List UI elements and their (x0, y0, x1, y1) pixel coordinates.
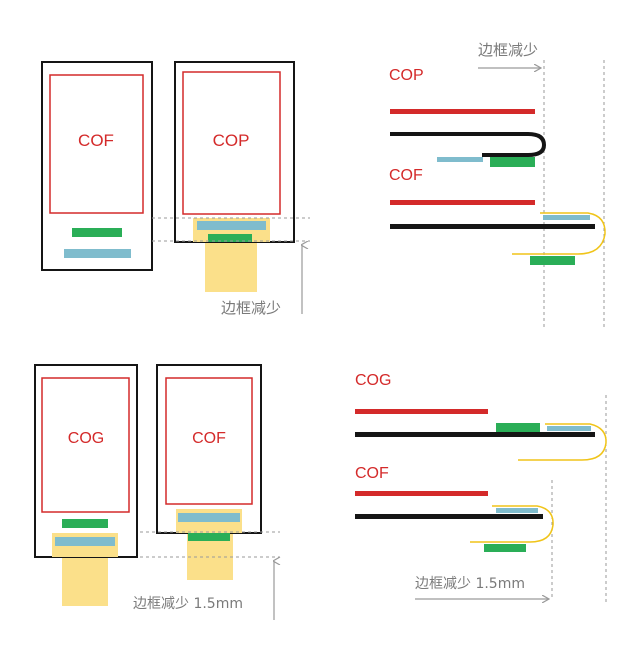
cop-blue-chip (197, 221, 266, 230)
cof-panel-area (49, 74, 144, 214)
reduction-label: 边框减少 1.5mm (133, 596, 243, 612)
cof-black-layer (355, 514, 543, 519)
cog-flex-film (518, 423, 607, 461)
cog-label: COG (355, 372, 391, 389)
cof-label: COF (355, 465, 389, 482)
bottom-left-panel-comparison: COG COF 边框减少 1.5mm (34, 364, 280, 620)
cof-module-frame (156, 364, 262, 534)
cog-green-chip (62, 519, 108, 528)
cop-red-layer (390, 109, 535, 114)
cof-black-layer (390, 224, 595, 229)
cog-panel-label: COG (68, 430, 104, 447)
cop-green-chip (490, 157, 535, 167)
cof-blue-chip (543, 215, 590, 220)
reduction-label: 边框减少 (478, 41, 538, 59)
cof-red-layer (355, 491, 488, 496)
cof-blue-chip (496, 508, 538, 513)
cop-green-chip (208, 234, 252, 242)
cog-green-chip (496, 423, 540, 432)
cof-panel-area (165, 377, 253, 505)
cof-module-frame (41, 61, 153, 271)
cog-blue-chip (55, 537, 115, 546)
top-left-panel-comparison: COF COP 边框减少 (41, 61, 310, 317)
cof-green-chip (72, 228, 122, 237)
cop-bent-substrate (390, 132, 547, 157)
cog-panel-area (41, 377, 130, 513)
cof-panel-label: COF (78, 131, 114, 150)
flex-cable (205, 240, 257, 292)
cof-green-chip (484, 544, 526, 552)
cog-blue-chip (547, 426, 591, 431)
flex-cable (62, 556, 108, 606)
cof-blue-chip (64, 249, 131, 258)
cof-flex-film (470, 505, 554, 543)
cof-panel-label: COF (192, 430, 226, 447)
cop-panel-label: COP (213, 131, 250, 150)
cof-red-layer (390, 200, 535, 205)
cog-red-layer (355, 409, 488, 414)
top-right-cross-section: 边框减少 COP COF (389, 41, 606, 330)
cog-module-frame (34, 364, 138, 558)
bottom-right-cross-section: COG COF 边框减少 1.5mm (355, 372, 607, 605)
cof-blue-chip (178, 513, 240, 522)
cop-label: COP (389, 67, 424, 84)
cog-black-layer (355, 432, 595, 437)
reduction-label: 边框减少 (221, 299, 281, 317)
cof-label: COF (389, 167, 423, 184)
cop-panel-area (182, 71, 281, 215)
cof-green-chip (530, 256, 575, 265)
cof-green-chip (188, 533, 230, 541)
cop-module-frame (174, 61, 295, 243)
cop-blue-chip (437, 157, 483, 162)
cof-flex-film (512, 212, 606, 255)
reduction-label: 边框减少 1.5mm (415, 576, 525, 592)
